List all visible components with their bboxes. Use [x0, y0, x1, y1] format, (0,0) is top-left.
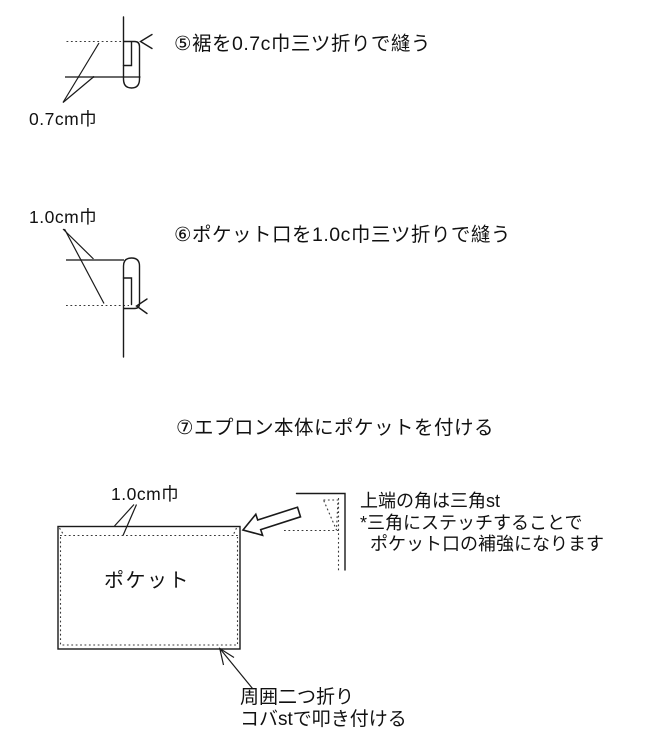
width-leader-line-top	[62, 42, 100, 103]
pocket-mouth-width-label: 1.0cm巾	[29, 207, 98, 227]
pocket-mouth-fold-diagram	[62, 228, 148, 358]
corner-triangle-stitch-left	[59, 527, 65, 536]
hem-width-label: 0.7cm巾	[29, 109, 98, 129]
bottom-note-pointer-line	[219, 648, 253, 689]
corner-triangle-stitch-right	[232, 527, 237, 536]
detail-callout-block-arrow	[241, 506, 302, 537]
bottom-note-arrowhead	[218, 647, 235, 666]
bottom-note-line2: コバstで叩き付ける	[240, 708, 407, 730]
bottom-note: 周囲二つ折り コバstで叩き付ける	[240, 687, 407, 730]
inner-fold-line	[122, 277, 133, 306]
step7-title: ⑦エプロン本体にポケットを付ける	[176, 417, 494, 439]
width-leader-line-bottom	[122, 504, 138, 536]
fold-pointer-arrow	[135, 298, 148, 315]
corner-note-line2: *三角にステッチすることで	[360, 512, 583, 533]
inner-fold-line	[122, 41, 133, 67]
width-leader-line-top	[114, 504, 135, 527]
corner-note-line1: 上端の角は三角st	[360, 491, 501, 511]
pocket-attach-diagram	[57, 504, 253, 689]
width-leader-line-bottom	[63, 228, 105, 304]
corner-detail-diagram	[284, 492, 346, 571]
pocket-label: ポケット	[104, 570, 190, 592]
step6-title: ⑥ポケット口を1.0c巾三ツ折りで縫う	[174, 224, 511, 246]
width-leader-line-bottom	[62, 76, 95, 103]
bottom-note-line1: 周囲二つ折り	[240, 687, 355, 708]
pocket-outline	[57, 525, 241, 650]
corner-note: 上端の角は三角st *三角にステッチすることで ポケット口の補強になります	[360, 491, 604, 556]
corner-note-line3: ポケット口の補強になります	[370, 534, 604, 554]
rolled-hem-outline	[122, 257, 141, 358]
rolled-hem-outline	[122, 16, 141, 89]
edge-stitch-line	[59, 537, 239, 646]
triangle-stitch	[322, 499, 339, 531]
fold-pointer-arrow	[139, 33, 153, 50]
pocket-fold-width-label: 1.0cm巾	[111, 484, 180, 504]
detail-pocket-corner-edge	[295, 492, 346, 571]
width-leader-line-top	[62, 228, 94, 260]
step5-title: ⑤裾を0.7c巾三ツ折りで縫う	[174, 33, 431, 55]
hem-fold-diagram	[62, 16, 153, 103]
